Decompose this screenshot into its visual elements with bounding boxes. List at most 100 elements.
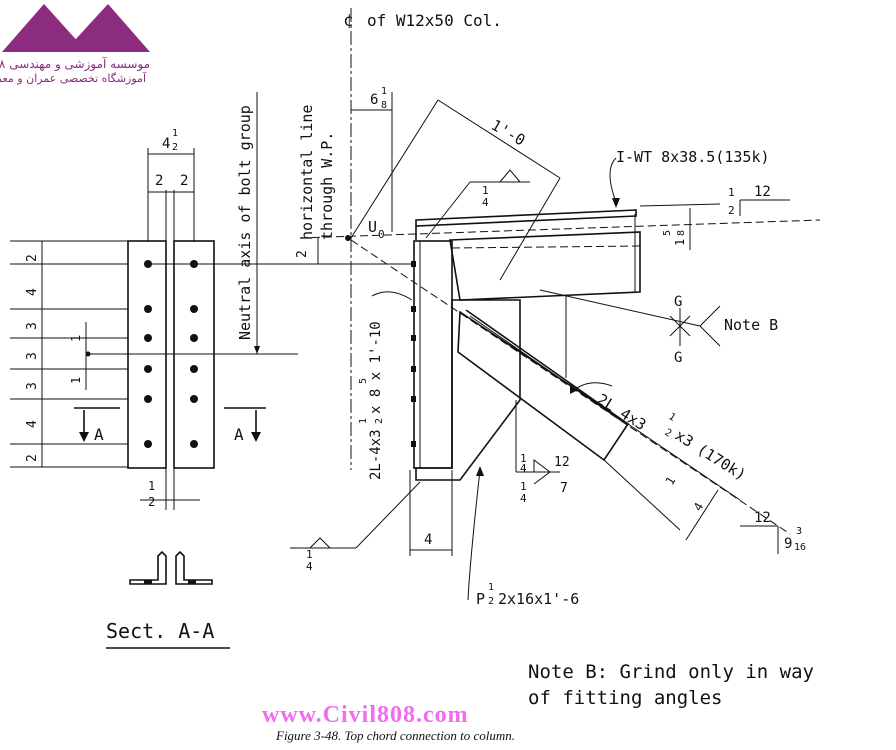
weld-arrow-line <box>425 181 471 239</box>
dim-4-1-2-den: 2 <box>172 142 178 153</box>
weld-mid-pitch: 7 <box>560 481 568 496</box>
vertical-angle-frac-den: 2 <box>374 418 385 424</box>
horizontal-line-label-1: horizontal line <box>298 105 316 240</box>
left-dim-7: 2 <box>25 454 40 462</box>
neutral-axis-label: Neutral axis of bolt group <box>236 105 254 340</box>
vertical-angle-tail: x 8 x 1'-10 <box>368 321 384 414</box>
wt-leader-arrow <box>612 198 620 208</box>
slope-run: 12 <box>754 184 771 200</box>
weld-mid-bot-num: 1 <box>520 480 527 493</box>
dim-4-1-2-num: 1 <box>172 128 178 139</box>
dim-4-bottom: 4 <box>424 532 432 548</box>
bolt <box>144 305 152 313</box>
weld-bottom-den: 4 <box>306 560 313 573</box>
plate-leader <box>467 469 481 601</box>
wt-chord: I-WT 8x38.5(135k) 12 1 2 1 5 8 <box>415 148 790 301</box>
weld-mid-length: 12 <box>554 455 570 470</box>
watermark: www.Civil808.com <box>262 702 469 728</box>
left-dim-1: 2 <box>25 254 40 262</box>
bolt <box>190 395 198 403</box>
plate-callout: P 1 2 2x16x1'-6 <box>467 466 579 608</box>
section-a-a: Sect. A-A <box>106 550 230 649</box>
section-angle-right <box>175 550 213 585</box>
bolt-row-4 <box>144 365 198 373</box>
left-dim-5: 3 <box>25 382 40 390</box>
dim-1-0-line <box>437 99 561 179</box>
bolt <box>190 365 198 373</box>
diagonal-leader <box>573 382 613 391</box>
vertical-angle-5-8: 5 <box>358 378 369 384</box>
vertical-angle-label: 2L-4x3 <box>368 429 384 480</box>
bolt-row-1 <box>144 260 198 268</box>
weld-symbol-mid: 1 4 1 4 12 7 <box>515 400 570 505</box>
dim-6-1-8-den: 8 <box>381 100 387 111</box>
dim-1-5-8: 1 <box>673 239 687 246</box>
dim-6-1-8-num: 1 <box>381 86 387 97</box>
grind-g-bottom: G <box>674 350 682 366</box>
diagonal-leader-arrow <box>570 384 578 394</box>
dim-1-0-ext-a <box>350 99 439 239</box>
logo-mark-right <box>64 4 150 52</box>
end-dim-line <box>685 489 719 541</box>
u0-label: U <box>368 218 377 236</box>
dim-1-1-4: 1 <box>663 474 679 488</box>
weld-size-num: 1 <box>482 184 489 197</box>
diag-slope-run: 12 <box>754 510 771 526</box>
logo-line-1: موسسه آموزشی و مهندسی ۸۰۸ <box>0 56 150 72</box>
weld-mid-top-num: 1 <box>520 452 527 465</box>
diagonal-frac-den: 2 <box>662 427 673 440</box>
slope-rise-num: 1 <box>728 186 735 199</box>
centerline-symbol: ¢ <box>343 11 353 31</box>
diagonal-angle-heel <box>465 309 629 425</box>
logo-line-2: آموزشگاه تخصصی عمران و معماری <box>0 71 147 85</box>
weld-symbol-bottom: 1 4 <box>290 481 421 573</box>
weld-mid-fillet <box>533 459 551 485</box>
u0-sub: 0 <box>378 228 385 241</box>
diagonal-load: (170k) <box>694 440 749 484</box>
diagonal-label: 2L 4x3 <box>594 390 649 434</box>
dim-1-1-2-upper: 1 <box>69 335 83 342</box>
section-title: Sect. A-A <box>106 619 214 643</box>
bolt-mark <box>411 261 416 267</box>
weld-bottom-arrow <box>355 481 421 549</box>
bolt-mark <box>411 366 416 372</box>
weld-bottom-fillet <box>309 537 331 549</box>
bolt <box>144 260 152 268</box>
work-point-line <box>299 219 821 239</box>
diagonal-ext-b <box>603 459 681 531</box>
weld-mid-bot-den: 4 <box>520 492 527 505</box>
bolt <box>190 260 198 268</box>
bolt <box>144 334 152 342</box>
diagonal-angle: 2L 4x3 1 2 x3 (170k) 1 4 12 9 3 16 <box>350 239 806 554</box>
section-angle-left <box>129 550 167 585</box>
note-b-line-2: of fitting angles <box>528 687 722 709</box>
wt-right-ext <box>639 203 721 207</box>
section-bolt-right <box>188 580 196 584</box>
dim-6-1-8: 6 <box>370 92 378 108</box>
diag-slope-num: 3 <box>796 526 802 537</box>
bolt <box>190 334 198 342</box>
dim-2-1-2: 2 <box>295 250 310 258</box>
dim-1-0-ext-b <box>499 177 561 281</box>
work-point-u0 <box>345 235 351 241</box>
left-dim-4: 3 <box>25 352 40 360</box>
section-arrowhead-right <box>251 432 261 442</box>
bolt-mark <box>411 335 416 341</box>
weld-bottom-num: 1 <box>306 548 313 561</box>
note-b-tag: Note B <box>724 316 778 334</box>
vertical-angle-frac-num: 1 <box>358 418 369 424</box>
dim-1-5-8-num: 5 <box>662 230 673 236</box>
note-b-line-1: Note B: Grind only in way <box>528 661 814 683</box>
dim-2-b: 2 <box>180 173 188 189</box>
plate-symbol: P <box>476 590 485 608</box>
dim-1-1-2-lower: 1 <box>69 377 83 384</box>
grind-diag-b <box>669 315 691 337</box>
left-dim-2: 4 <box>25 288 40 296</box>
bolt-group-elevation: 4 1 2 2 2 <box>10 128 298 510</box>
section-arrowhead-left <box>79 432 89 442</box>
horizontal-line-label-2: through W.P. <box>318 132 336 240</box>
logo: موسسه آموزشی و مهندسی ۸۰۸ آموزشگاه تخصصی… <box>0 4 150 85</box>
note-b-tail-top <box>699 305 721 327</box>
section-tag-right: A <box>234 425 244 444</box>
